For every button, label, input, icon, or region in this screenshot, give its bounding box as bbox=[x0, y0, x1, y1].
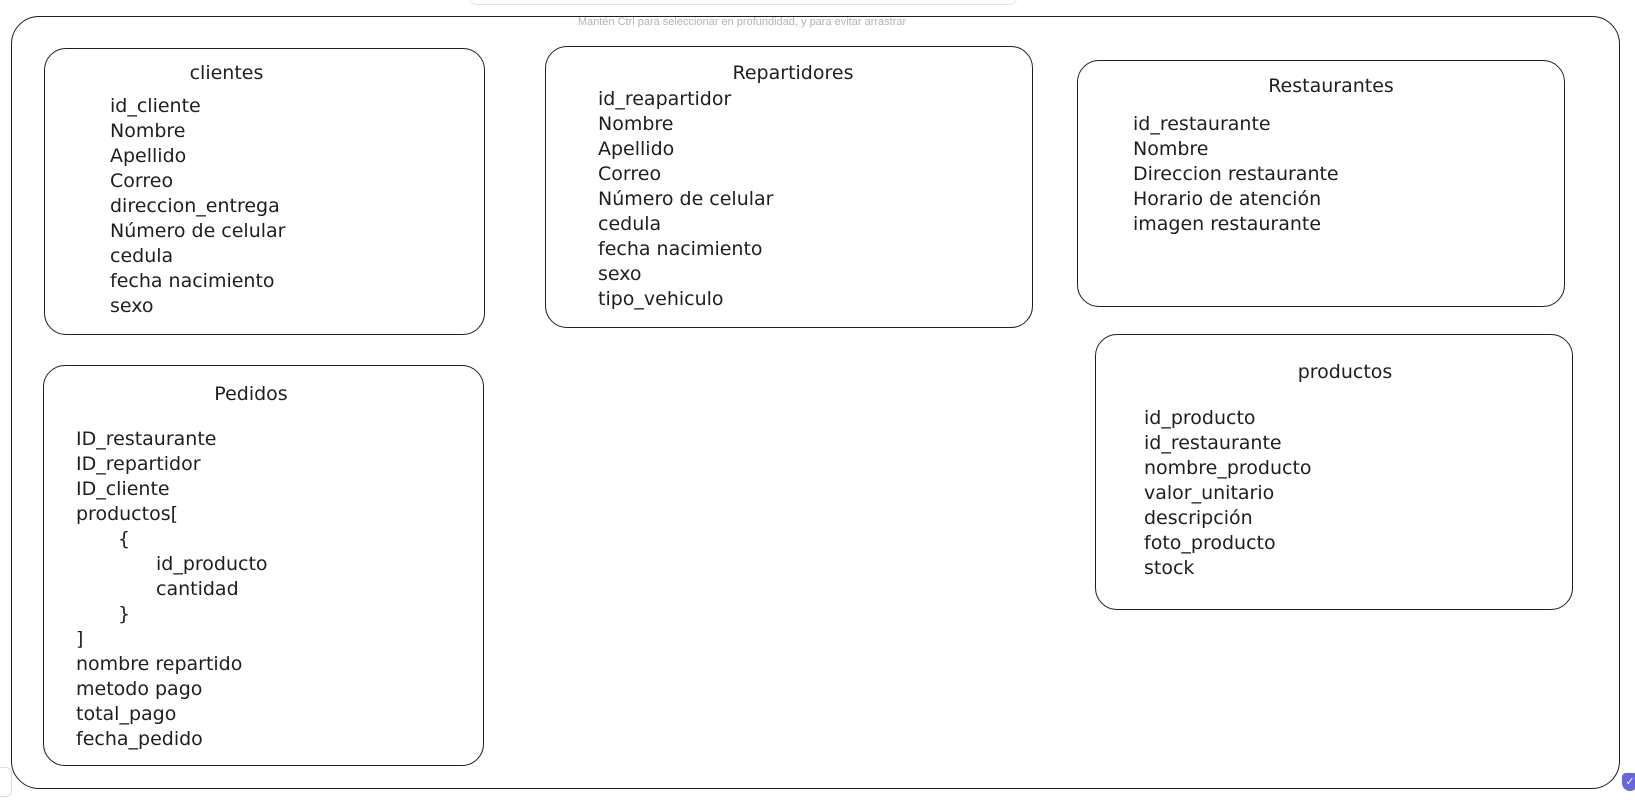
field-item: cantidad bbox=[156, 578, 239, 600]
field-item: Nombre bbox=[598, 113, 674, 135]
field-item: id_producto bbox=[156, 553, 268, 575]
field-item: ID_restaurante bbox=[76, 428, 217, 450]
table-box-productos[interactable] bbox=[1095, 334, 1573, 610]
field-item: Correo bbox=[598, 163, 662, 185]
field-item: nombre repartido bbox=[76, 653, 243, 675]
field-item: stock bbox=[1144, 557, 1195, 579]
field-item: Nombre bbox=[110, 120, 186, 142]
field-item: fecha_pedido bbox=[76, 728, 203, 750]
field-item: imagen restaurante bbox=[1133, 213, 1322, 235]
table-box-pedidos[interactable] bbox=[43, 365, 484, 766]
table-box-repartidores[interactable] bbox=[545, 46, 1033, 328]
field-item: ID_repartidor bbox=[76, 453, 201, 475]
field-list-pedidos: ID_restaurante ID_repartidor ID_cliente … bbox=[76, 427, 268, 752]
field-item: cedula bbox=[110, 245, 174, 267]
table-box-clientes[interactable] bbox=[44, 48, 485, 335]
shield-check-icon[interactable]: ✓ bbox=[1622, 773, 1635, 791]
field-item: Número de celular bbox=[598, 188, 774, 210]
side-panel-handle[interactable] bbox=[0, 767, 12, 797]
field-item: ] bbox=[76, 628, 84, 650]
field-item: id_producto bbox=[1144, 407, 1256, 429]
field-item: ID_cliente bbox=[76, 478, 170, 500]
field-item: nombre_producto bbox=[1144, 457, 1312, 479]
field-item: productos[ bbox=[76, 503, 179, 525]
toolbar-edge bbox=[468, 0, 1018, 5]
table-title-repartidores: Repartidores bbox=[732, 62, 854, 84]
field-item: sexo bbox=[110, 295, 154, 317]
field-list-repartidores: id_reapartidor Nombre Apellido Correo Nú… bbox=[598, 87, 774, 312]
table-title-restaurantes: Restaurantes bbox=[1268, 75, 1394, 97]
field-list-productos: id_producto id_restaurante nombre_produc… bbox=[1144, 406, 1312, 581]
field-item: id_restaurante bbox=[1133, 113, 1271, 135]
table-title-pedidos: Pedidos bbox=[214, 383, 288, 405]
field-item: descripción bbox=[1144, 507, 1253, 529]
field-item: sexo bbox=[598, 263, 642, 285]
field-item: fecha nacimiento bbox=[110, 270, 275, 292]
canvas-hint: Mantén Ctrl para seleccionar en profundi… bbox=[577, 16, 907, 28]
field-item: foto_producto bbox=[1144, 532, 1276, 554]
table-title-clientes: clientes bbox=[189, 62, 264, 84]
table-title-productos: productos bbox=[1297, 361, 1393, 383]
field-item: valor_unitario bbox=[1144, 482, 1275, 504]
field-item: Direccion restaurante bbox=[1133, 163, 1339, 185]
field-list-restaurantes: id_restaurante Nombre Direccion restaura… bbox=[1133, 112, 1339, 237]
field-item: fecha nacimiento bbox=[598, 238, 763, 260]
field-item: Correo bbox=[110, 170, 174, 192]
field-item: cedula bbox=[598, 213, 662, 235]
field-item: id_cliente bbox=[110, 95, 201, 117]
field-item: Horario de atención bbox=[1133, 188, 1322, 210]
field-item: id_reapartidor bbox=[598, 88, 732, 110]
field-item: tipo_vehiculo bbox=[598, 288, 724, 310]
field-item: Apellido bbox=[110, 145, 187, 167]
field-list-clientes: id_cliente Nombre Apellido Correo direcc… bbox=[110, 94, 286, 319]
field-item: total_pago bbox=[76, 703, 177, 725]
field-item: direccion_entrega bbox=[110, 195, 280, 217]
field-item: id_restaurante bbox=[1144, 432, 1282, 454]
field-item: Nombre bbox=[1133, 138, 1209, 160]
outer-frame[interactable] bbox=[11, 16, 1620, 789]
field-item: Apellido bbox=[598, 138, 675, 160]
field-item: Número de celular bbox=[110, 220, 286, 242]
field-item: { bbox=[118, 528, 131, 550]
field-item: metodo pago bbox=[76, 678, 203, 700]
table-box-restaurantes[interactable] bbox=[1077, 60, 1565, 307]
field-item: } bbox=[118, 603, 131, 625]
